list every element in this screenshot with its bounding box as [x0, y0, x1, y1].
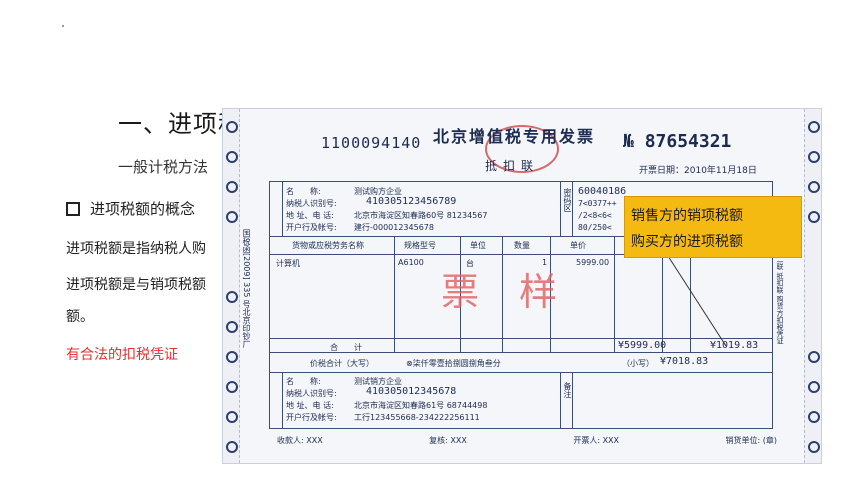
tractor-hole-icon: [226, 181, 238, 193]
buyer-name: 测试购方企业: [354, 187, 402, 196]
item-price: 5999.00: [576, 258, 610, 267]
tractor-hole-icon: [808, 351, 820, 363]
footer-issuer: 开票人: XXX: [573, 436, 620, 445]
tractor-hole-icon: [808, 441, 820, 453]
item-unit: 台: [466, 259, 474, 268]
invoice-title: 北京增值税专用发票: [433, 127, 596, 146]
tractor-hole-icon: [808, 411, 820, 423]
buyer-address: 北京市海淀区知春路60号 81234567: [354, 211, 488, 220]
item-goods: 计算机: [276, 259, 300, 268]
header-spec: 规格型号: [404, 241, 436, 250]
tractor-hole-icon: [226, 381, 238, 393]
header-goods: 货物或应税劳务名称: [292, 241, 364, 250]
tractor-hole-icon: [226, 321, 238, 333]
slide-title: 一、进项税: [118, 110, 243, 138]
footer-reviewer: 复核: XXX: [429, 436, 467, 445]
vat-invoice-image: 国税函[2009] 335 号北京印钞厂 1100094140 北京增值税专用发…: [222, 108, 822, 464]
red-note: 有合法的扣税凭证: [66, 347, 178, 363]
invoice-side-text: 国税函[2009] 335 号北京印钞厂: [242, 229, 251, 348]
paragraph-1: 进项税额是指纳税人购: [66, 241, 206, 257]
total-label: 合 计: [330, 343, 362, 352]
header-price: 单价: [570, 241, 586, 250]
seller-address-label: 地 址、电 话:: [286, 401, 334, 410]
tractor-hole-icon: [808, 381, 820, 393]
footer-seller-seal: 销货单位: (章): [725, 436, 777, 445]
cipher-line: 7<0377++: [578, 199, 617, 208]
grand-small-label: （小写）: [622, 359, 654, 368]
paragraph-2-line-1: 进项税额是与销项税额: [66, 277, 206, 293]
date-value: 2010年11月18日: [684, 166, 757, 176]
item-qty: 1: [542, 258, 548, 267]
square-bullet-icon: [66, 201, 80, 216]
invoice-right-text: 第二联 抵扣联 购货方扣税凭证: [776, 249, 784, 345]
grand-total-label: 价税合计（大写）: [310, 359, 374, 368]
remark-label: 备注: [563, 382, 572, 398]
tractor-hole-icon: [226, 441, 238, 453]
buyer-bank: 建行-000012345678: [354, 223, 434, 232]
left-perforation-strip: [223, 109, 240, 463]
grand-total-words: ⊗柒仟零壹拾捌圆捌角叁分: [406, 359, 501, 368]
seller-taxid: 410305012345678: [366, 386, 457, 397]
tractor-hole-icon: [226, 291, 238, 303]
callout-box: 销售方的销项税额 购买方的进项税额: [624, 196, 802, 258]
cipher-line: 60040186: [578, 186, 627, 197]
total-tax: ¥1019.83: [710, 340, 759, 351]
total-amount: ¥5999.00: [618, 340, 667, 351]
header-unit: 单位: [470, 241, 486, 250]
header-qty: 数量: [514, 241, 530, 250]
seller-bank: 工行123455668-234222256111: [354, 413, 480, 422]
slide-dot: [62, 25, 64, 27]
buyer-address-label: 地 址、电 话:: [286, 211, 334, 220]
tractor-hole-icon: [808, 121, 820, 133]
callout-line-1: 销售方的销项税额: [631, 208, 743, 224]
item-spec: A6100: [398, 258, 424, 267]
tractor-hole-icon: [808, 181, 820, 193]
buyer-bank-label: 开户行及帐号:: [286, 223, 337, 232]
cipher-label: 密码区: [563, 188, 572, 212]
cipher-line: /2<8<6<: [578, 211, 612, 220]
tractor-hole-icon: [226, 351, 238, 363]
buyer-name-label: 名 称:: [286, 187, 321, 196]
bullet-label: 进项税额的概念: [90, 200, 196, 218]
invoice-number: № 87654321: [623, 131, 731, 152]
tractor-hole-icon: [226, 411, 238, 423]
right-perforation-strip: [804, 109, 821, 463]
seller-name-label: 名 称:: [286, 377, 321, 386]
invoice-date: 开票日期：2010年11月18日: [639, 163, 757, 176]
slide-subtitle: 一般计税方法: [118, 158, 209, 176]
date-label: 开票日期：: [639, 166, 685, 176]
number-value: 87654321: [644, 131, 732, 152]
seller-address: 北京市海淀区知春路61号 68744498: [354, 401, 488, 410]
buyer-taxid: 410305123456789: [366, 196, 457, 207]
invoice-code: 1100094140: [321, 134, 422, 152]
number-prefix: №: [623, 131, 634, 152]
tractor-hole-icon: [226, 121, 238, 133]
footer-payee: 收款人: XXX: [277, 436, 323, 445]
buyer-taxid-label: 纳税人识别号:: [286, 199, 337, 208]
grand-small-value: ¥7018.83: [660, 356, 709, 367]
invoice-footer: 收款人: XXX 复核: XXX 开票人: XXX 销货单位: (章): [277, 435, 777, 446]
tractor-hole-icon: [226, 211, 238, 223]
sample-stamp: 票样: [441, 270, 598, 314]
paragraph-2-line-2: 额。: [66, 309, 94, 325]
seller-name: 测试销方企业: [354, 377, 402, 386]
tax-seal-icon: [485, 125, 559, 173]
tractor-hole-icon: [808, 211, 820, 223]
seller-taxid-label: 纳税人识别号:: [286, 389, 337, 398]
bullet-heading: 进项税额的概念: [66, 198, 195, 219]
callout-line-2: 购买方的进项税额: [631, 234, 743, 250]
tractor-hole-icon: [808, 151, 820, 163]
invoice-copy-label: 抵扣联: [485, 159, 540, 173]
seller-bank-label: 开户行及帐号:: [286, 413, 337, 422]
cipher-line: 80/250<: [578, 223, 612, 232]
invoice-grid: 名 称: 测试购方企业 纳税人识别号: 410305123456789 地 址、…: [269, 181, 773, 429]
tractor-hole-icon: [226, 151, 238, 163]
